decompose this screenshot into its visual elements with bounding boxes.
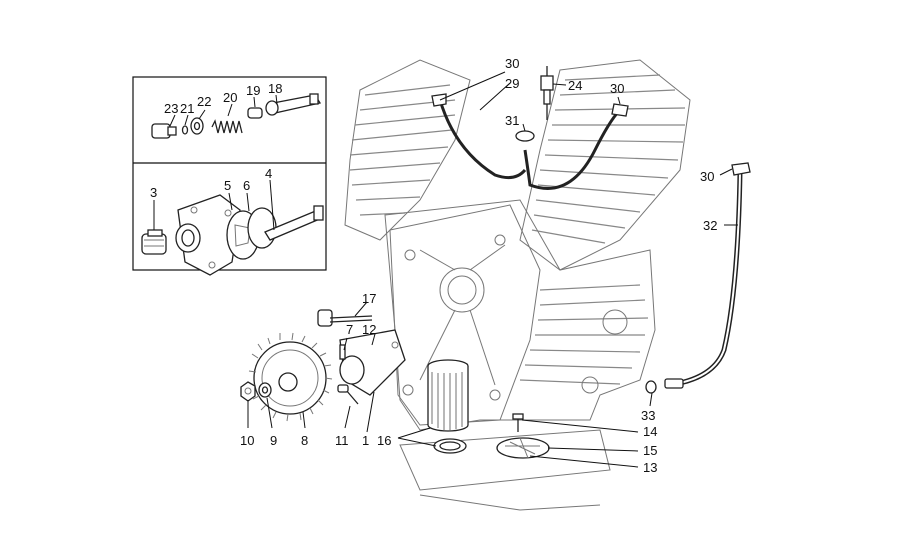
callout-32: 32 xyxy=(703,218,717,233)
callout-4: 4 xyxy=(265,166,272,181)
callout-24: 24 xyxy=(568,78,582,93)
callout-15: 15 xyxy=(643,443,657,458)
callout-19: 19 xyxy=(246,83,260,98)
relief-valve-parts xyxy=(151,93,322,139)
callout-30-top: 30 xyxy=(505,56,519,71)
filter-and-sump-parts xyxy=(427,359,550,459)
callout-14: 14 xyxy=(643,424,657,439)
callout-1: 1 xyxy=(362,433,369,448)
callout-6: 6 xyxy=(243,178,250,193)
callout-10: 10 xyxy=(240,433,254,448)
leader-lines xyxy=(153,71,738,468)
callout-16: 16 xyxy=(377,433,391,448)
callout-31: 31 xyxy=(505,113,519,128)
callout-5: 5 xyxy=(224,178,231,193)
callout-8: 8 xyxy=(301,433,308,448)
callout-30-hose: 30 xyxy=(700,169,714,184)
callout-9: 9 xyxy=(270,433,277,448)
timing-cover-parts xyxy=(240,309,406,422)
callout-22: 22 xyxy=(197,94,211,109)
callout-23: 23 xyxy=(164,101,178,116)
callout-33: 33 xyxy=(641,408,655,423)
callout-3: 3 xyxy=(150,185,157,200)
callout-11: 11 xyxy=(335,433,349,448)
callout-21: 21 xyxy=(180,101,194,116)
callout-13: 13 xyxy=(643,460,657,475)
callout-7: 7 xyxy=(346,322,353,337)
callout-20: 20 xyxy=(223,90,237,105)
oil-pump-parts xyxy=(141,194,324,276)
callout-18: 18 xyxy=(268,81,282,96)
callout-17: 17 xyxy=(362,291,376,306)
oil-pipes xyxy=(431,66,751,394)
callout-labels: 23 21 22 20 19 18 3 5 6 4 7 17 12 10 9 8… xyxy=(150,56,717,475)
callout-30-right: 30 xyxy=(610,81,624,96)
callout-12: 12 xyxy=(362,322,376,337)
callout-29: 29 xyxy=(505,76,519,91)
inset-box xyxy=(132,76,327,271)
